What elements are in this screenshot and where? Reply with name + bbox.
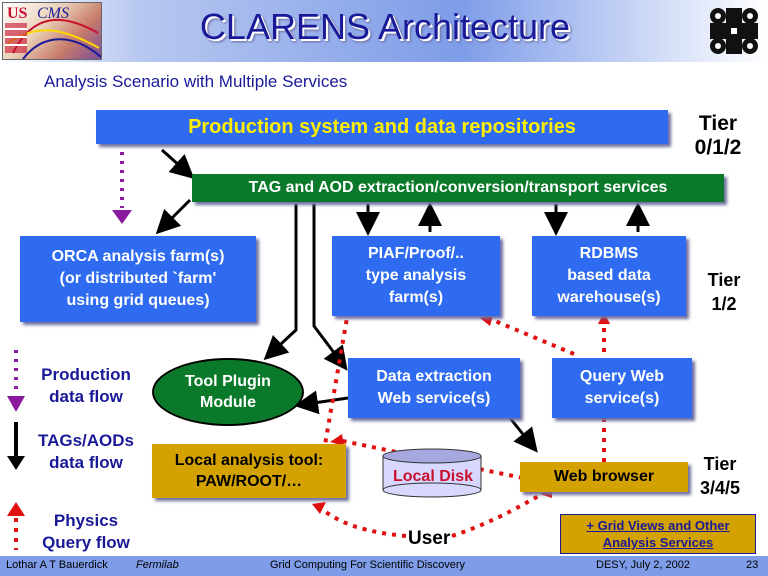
tool-plugin-line-1: Tool Plugin xyxy=(185,373,271,390)
orca-box: ORCA analysis farm(s) (or distributed `f… xyxy=(20,236,256,322)
production-label: Production system and data repositories xyxy=(188,115,576,138)
orca-line-2: (or distributed `farm' xyxy=(59,270,217,287)
local-tool-box: Local analysis tool: PAW/ROOT/… xyxy=(152,444,346,498)
rdbms-box: RDBMS based data warehouse(s) xyxy=(532,236,686,316)
tier-1-2-line-2: 1/2 xyxy=(711,294,737,314)
tag-aod-box: TAG and AOD extraction/conversion/transp… xyxy=(192,174,724,202)
local-disk-icon xyxy=(382,448,482,498)
query-web-line-1: Query Web xyxy=(579,368,665,385)
rdbms-line-2: based data xyxy=(567,267,651,284)
tool-plugin-line-2: Module xyxy=(200,394,256,411)
user-label: User xyxy=(408,528,451,549)
footer-org: Fermilab xyxy=(136,559,179,571)
legend-black-arrow-icon xyxy=(7,456,25,470)
grid-views-line-2: Analysis Services xyxy=(602,535,714,550)
tier-3-4-5: Tier 3/4/5 xyxy=(688,452,752,500)
tier-3-4-5-line-1: Tier xyxy=(703,454,737,474)
web-browser-box: Web browser xyxy=(520,462,688,492)
tier-1-2: Tier 1/2 xyxy=(696,268,752,316)
logo-swoosh-icon xyxy=(5,19,101,59)
orca-line-3: using grid queues) xyxy=(66,292,210,309)
footer-center: Grid Computing For Scientific Discovery xyxy=(270,559,466,571)
footer-bar: Lothar A T Bauerdick Fermilab Grid Compu… xyxy=(0,556,768,576)
local-disk-label: Local Disk xyxy=(392,468,474,485)
legend-red-arrow-icon xyxy=(7,502,25,516)
tier-1-2-line-1: Tier xyxy=(707,270,741,290)
legend-production-line-2: data flow xyxy=(49,387,123,406)
footer-page-number: 23 xyxy=(746,559,759,571)
rdbms-line-1: RDBMS xyxy=(579,245,639,262)
query-web-box: Query Web service(s) xyxy=(552,358,692,418)
web-browser-label: Web browser xyxy=(553,468,655,485)
production-box: Production system and data repositories xyxy=(96,110,668,144)
uscms-logo: US CMS xyxy=(2,2,102,60)
fermilab-logo-icon xyxy=(710,8,758,54)
tier-0-1-2-line-2: 0/1/2 xyxy=(694,136,742,159)
piaf-line-2: type analysis xyxy=(365,267,467,284)
production-flow-arrowhead-icon xyxy=(112,210,132,224)
legend-tags-line-1: TAGs/AODs xyxy=(37,431,135,450)
piaf-line-1: PIAF/Proof/.. xyxy=(368,245,464,262)
legend-production-line-1: Production xyxy=(41,365,131,384)
grid-views-box: + Grid Views and Other Analysis Services xyxy=(560,514,756,554)
data-extraction-line-2: Web service(s) xyxy=(377,390,491,407)
query-web-line-2: service(s) xyxy=(584,390,660,407)
legend-purple-arrow-icon xyxy=(7,396,25,412)
footer-event: DESY, July 2, 2002 xyxy=(596,559,690,571)
legend-physics-line-2: Query flow xyxy=(42,533,130,552)
tool-plugin-ellipse: Tool Plugin Module xyxy=(152,358,304,426)
data-extraction-box: Data extraction Web service(s) xyxy=(348,358,520,418)
legend-physics-flow: Physics Query flow xyxy=(30,510,142,554)
subtitle: Analysis Scenario with Multiple Services xyxy=(44,72,348,91)
tier-0-1-2-line-1: Tier xyxy=(698,112,738,135)
piaf-line-3: farm(s) xyxy=(388,289,444,306)
local-tool-line-1: Local analysis tool: xyxy=(174,452,324,469)
piaf-box: PIAF/Proof/.. type analysis farm(s) xyxy=(332,236,500,316)
title-bar xyxy=(0,0,768,62)
tier-0-1-2: Tier 0/1/2 xyxy=(680,112,756,160)
rdbms-line-3: warehouse(s) xyxy=(557,289,661,306)
legend-production-flow: Production data flow xyxy=(30,364,142,408)
tag-aod-label: TAG and AOD extraction/conversion/transp… xyxy=(248,179,668,196)
legend-tags-flow: TAGs/AODs data flow xyxy=(28,430,144,474)
grid-views-line-1: + Grid Views and Other xyxy=(586,518,730,533)
logo-us-text: US xyxy=(7,5,28,22)
logo-cms-text: CMS xyxy=(37,5,69,22)
orca-line-1: ORCA analysis farm(s) xyxy=(51,248,225,265)
tier-3-4-5-line-2: 3/4/5 xyxy=(699,478,741,498)
legend-physics-line-1: Physics xyxy=(53,511,119,530)
page-title: CLARENS Architecture xyxy=(199,6,571,47)
legend-tags-line-2: data flow xyxy=(49,453,123,472)
local-tool-line-2: PAW/ROOT/… xyxy=(195,473,303,490)
data-extraction-line-1: Data extraction xyxy=(376,368,492,385)
footer-author: Lothar A T Bauerdick xyxy=(6,559,108,571)
